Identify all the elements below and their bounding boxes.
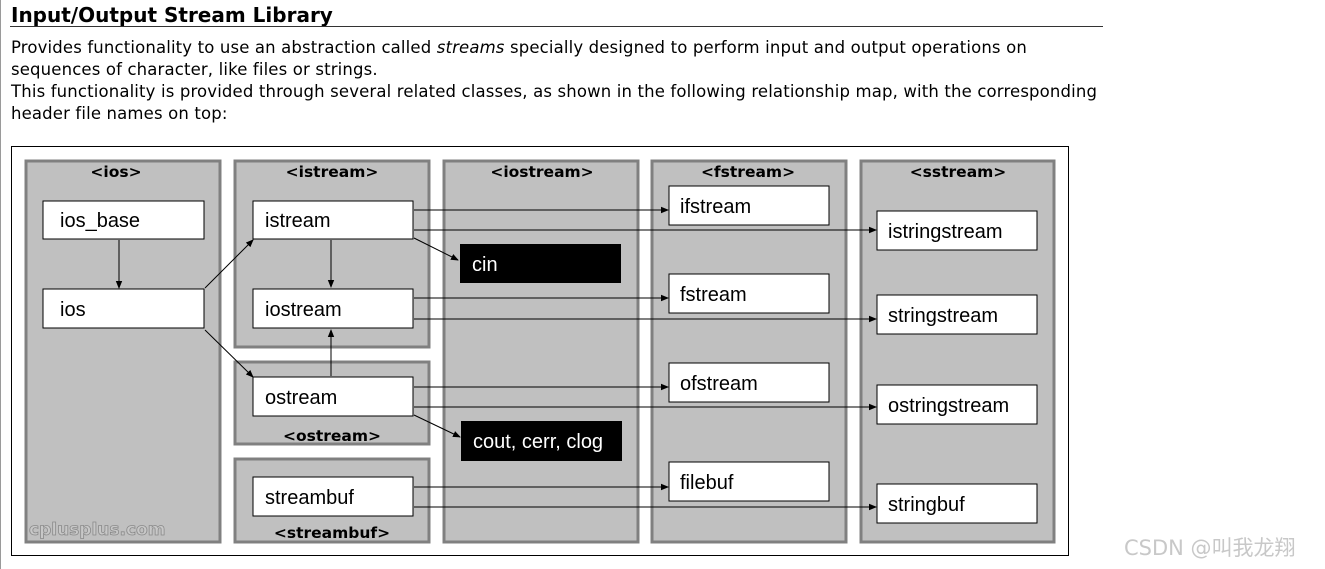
class-label-filebuf: filebuf (680, 472, 734, 494)
header-label-sstream: <sstream> (910, 163, 1007, 181)
class-label-stringbuf: stringbuf (888, 494, 965, 516)
class-box-iostream: iostream (252, 288, 414, 329)
class-box-fstream: fstream (668, 273, 830, 314)
class-label-istream: istream (265, 210, 331, 232)
description: Provides functionality to use an abstrac… (11, 37, 1111, 125)
class-box-ifstream: ifstream (668, 185, 830, 226)
inheritance-arrows (115, 206, 877, 511)
header-panel-iostream: <iostream> (442, 159, 640, 544)
class-box-filebuf: filebuf (668, 461, 830, 502)
header-label-ostream: <ostream> (283, 427, 381, 445)
class-box-istream: istream (252, 200, 414, 240)
arrow-ios-to-ostream (204, 329, 254, 378)
object-box-cout: cout, cerr, clog (461, 421, 622, 461)
class-label-istringstream: istringstream (888, 221, 1002, 243)
left-rule (0, 0, 1, 569)
header-label-ios: <ios> (90, 163, 141, 181)
relationship-map-svg: <ios> <istream> <ostream> <streambuf> <i… (24, 159, 1056, 544)
description-part-1: Provides functionality to use an abstrac… (11, 38, 437, 57)
arrow-ostream-to-cout (413, 414, 461, 438)
csdn-watermark: CSDN @叫我龙翔 (1124, 536, 1296, 560)
class-label-streambuf: streambuf (265, 487, 354, 509)
class-box-stringstream: stringstream (876, 294, 1038, 335)
class-box-ios: ios (42, 288, 205, 329)
class-label-ostream: ostream (265, 387, 337, 409)
class-box-ios_base: ios_base (42, 200, 205, 240)
page-title: Input/Output Stream Library (11, 3, 333, 27)
class-box-streambuf: streambuf (252, 476, 414, 517)
header-label-iostream: <iostream> (490, 163, 593, 181)
arrow-ios-to-istream (204, 239, 254, 289)
relationship-map: <ios> <istream> <ostream> <streambuf> <i… (11, 146, 1069, 556)
class-box-stringbuf: stringbuf (876, 483, 1038, 524)
description-part-2: specially designed to perform input and … (11, 38, 1027, 79)
class-box-istringstream: istringstream (876, 210, 1038, 251)
class-label-ios_base: ios_base (60, 210, 140, 232)
cplusplus-watermark: cplusplus.com (29, 520, 165, 540)
class-box-ofstream: ofstream (668, 362, 830, 403)
class-label-ios: ios (60, 299, 86, 321)
class-label-fstream: fstream (680, 284, 747, 306)
object-box-cin: cin (460, 244, 621, 283)
class-box-ostream: ostream (252, 376, 414, 417)
header-label-istream: <istream> (286, 163, 379, 181)
class-box-ostringstream: ostringstream (876, 384, 1038, 425)
class-label-stringstream: stringstream (888, 305, 998, 327)
class-label-ifstream: ifstream (680, 196, 751, 218)
description-part-3: This functionality is provided through s… (11, 82, 1098, 123)
object-label-cout: cout, cerr, clog (473, 431, 603, 453)
arrow-istream-to-cin (413, 237, 459, 261)
title-divider (10, 26, 1103, 27)
header-label-fstream: <fstream> (701, 163, 795, 181)
streams-term: streams (436, 38, 505, 57)
object-label-cin: cin (472, 254, 498, 276)
class-label-ofstream: ofstream (680, 373, 758, 395)
class-label-ostringstream: ostringstream (888, 395, 1009, 417)
header-label-streambuf: <streambuf> (274, 524, 390, 542)
class-label-iostream: iostream (265, 299, 342, 321)
